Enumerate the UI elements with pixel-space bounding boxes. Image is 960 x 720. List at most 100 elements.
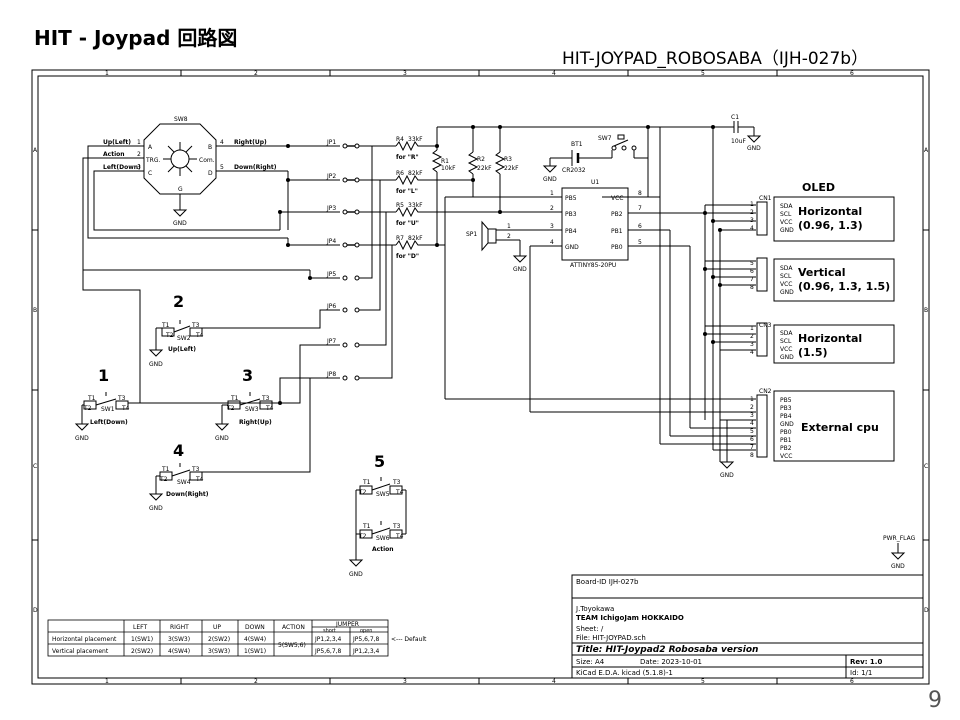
svg-text:T1: T1: [362, 523, 371, 530]
svg-text:T4: T4: [395, 533, 404, 540]
sw8-pin-up-left: Up(Left): [103, 139, 131, 146]
svg-text:1: 1: [98, 366, 109, 385]
svg-text:(0.96, 1.3, 1.5): (0.96, 1.3, 1.5): [798, 280, 890, 293]
svg-text:T3: T3: [191, 322, 200, 329]
col-label: 5: [701, 678, 705, 685]
jumper-group: JP1 JP2 JP3 JP4 JP5 JP6 JP7 JP8: [326, 139, 396, 381]
kicad-version: KiCad E.D.A. kicad (5.1.8)-1: [576, 669, 673, 677]
col-label: 6: [850, 678, 854, 685]
svg-text:PB4: PB4: [565, 228, 577, 235]
svg-text:3: 3: [750, 412, 754, 419]
svg-text:JUMPER: JUMPER: [335, 621, 359, 628]
jumper-label: JP7: [326, 338, 336, 345]
svg-text:22kF: 22kF: [504, 165, 519, 172]
svg-text:2(SW2): 2(SW2): [131, 648, 153, 655]
svg-text:3: 3: [750, 217, 754, 224]
svg-text:Right(Up): Right(Up): [239, 419, 272, 426]
row-label: D: [33, 607, 38, 614]
svg-text:SW7: SW7: [598, 135, 612, 142]
svg-text:SDA: SDA: [780, 265, 793, 272]
svg-text:22kF: 22kF: [477, 165, 492, 172]
svg-text:R6: R6: [396, 170, 404, 177]
svg-text:TRG.: TRG.: [145, 157, 160, 164]
gnd-label: GND: [149, 505, 163, 512]
svg-text:PB2: PB2: [780, 445, 792, 452]
gnd-label: GND: [543, 176, 557, 183]
row-label: B: [33, 307, 37, 314]
svg-text:VCC: VCC: [780, 453, 792, 460]
svg-text:33kF: 33kF: [408, 202, 423, 209]
joystick-sw8: SW8 A TRG. C B Com. D Up(Left) Action Le…: [100, 116, 288, 227]
sw8-pin-left-down: Left(Down): [103, 164, 141, 171]
col-label: 3: [403, 678, 407, 685]
svg-text:SW6: SW6: [376, 535, 390, 542]
svg-text:4: 4: [220, 139, 224, 146]
sheet-frame: 1 2 3 4 5 6 1 2 3 4 5 6 A B C D A B C D: [31, 69, 930, 685]
svg-text:2: 2: [137, 151, 141, 158]
placement-table: LEFT RIGHT UP DOWN ACTION JUMPER short o…: [47, 619, 427, 657]
svg-text:SW3: SW3: [245, 406, 259, 413]
svg-text:1: 1: [750, 325, 754, 332]
svg-text:8: 8: [638, 190, 642, 197]
svg-text:T4: T4: [395, 489, 404, 496]
svg-text:PB5: PB5: [565, 195, 577, 202]
svg-text:VCC: VCC: [780, 346, 792, 353]
svg-text:2: 2: [173, 292, 184, 311]
svg-text:for "D": for "D": [396, 253, 419, 260]
svg-text:1: 1: [550, 190, 554, 197]
svg-text:for "L": for "L": [396, 188, 418, 195]
svg-text:5: 5: [750, 260, 754, 267]
svg-text:3: 3: [242, 366, 253, 385]
svg-text:2: 2: [750, 209, 754, 216]
svg-text:Vertical: Vertical: [798, 266, 846, 279]
sw8-pin-down-right: Down(Right): [234, 164, 277, 171]
svg-text:6: 6: [638, 223, 642, 230]
svg-text:T1: T1: [161, 322, 170, 329]
row-label: C: [33, 463, 37, 470]
speaker-sp1: SP1 1 2 GND: [466, 220, 562, 273]
svg-text:open: open: [360, 628, 372, 634]
col-label: 2: [254, 678, 258, 685]
svg-text:PB0: PB0: [611, 244, 623, 251]
svg-text:4: 4: [750, 349, 754, 356]
svg-text:SP1: SP1: [466, 231, 477, 238]
svg-text:short: short: [323, 628, 336, 634]
svg-text:3(SW3): 3(SW3): [168, 636, 190, 643]
svg-text:VCC: VCC: [611, 195, 623, 202]
date: Date: 2023-10-01: [640, 658, 702, 666]
svg-text:DOWN: DOWN: [245, 624, 265, 631]
svg-text:GND: GND: [780, 227, 794, 234]
file: File: HIT-JOYPAD.sch: [576, 634, 646, 642]
svg-text:<--- Default: <--- Default: [391, 636, 427, 643]
svg-text:7: 7: [750, 444, 754, 451]
svg-text:1(SW1): 1(SW1): [244, 648, 266, 655]
svg-text:for "U": for "U": [396, 220, 419, 227]
svg-text:SDA: SDA: [780, 330, 793, 337]
svg-text:1: 1: [750, 396, 754, 403]
svg-text:PB3: PB3: [565, 211, 577, 218]
sw8-pin-right-up: Right(Up): [234, 139, 267, 146]
svg-text:5: 5: [750, 428, 754, 435]
svg-text:R3: R3: [504, 156, 512, 163]
svg-text:1: 1: [507, 223, 511, 230]
gnd-label: GND: [513, 266, 527, 273]
svg-text:T1: T1: [362, 479, 371, 486]
svg-text:C1: C1: [731, 114, 739, 121]
junctions: [278, 125, 722, 405]
svg-text:3(SW3): 3(SW3): [208, 648, 230, 655]
svg-text:SDA: SDA: [780, 203, 793, 210]
svg-text:SW4: SW4: [177, 479, 191, 486]
svg-text:5(SW5,6): 5(SW5,6): [278, 642, 306, 649]
row-label: D: [924, 607, 929, 614]
svg-text:T3: T3: [392, 523, 401, 530]
svg-text:JP1,2,3,4: JP1,2,3,4: [314, 636, 342, 643]
svg-text:ACTION: ACTION: [282, 624, 305, 631]
row-label: A: [33, 147, 38, 154]
sheet: Sheet: /: [576, 625, 604, 633]
